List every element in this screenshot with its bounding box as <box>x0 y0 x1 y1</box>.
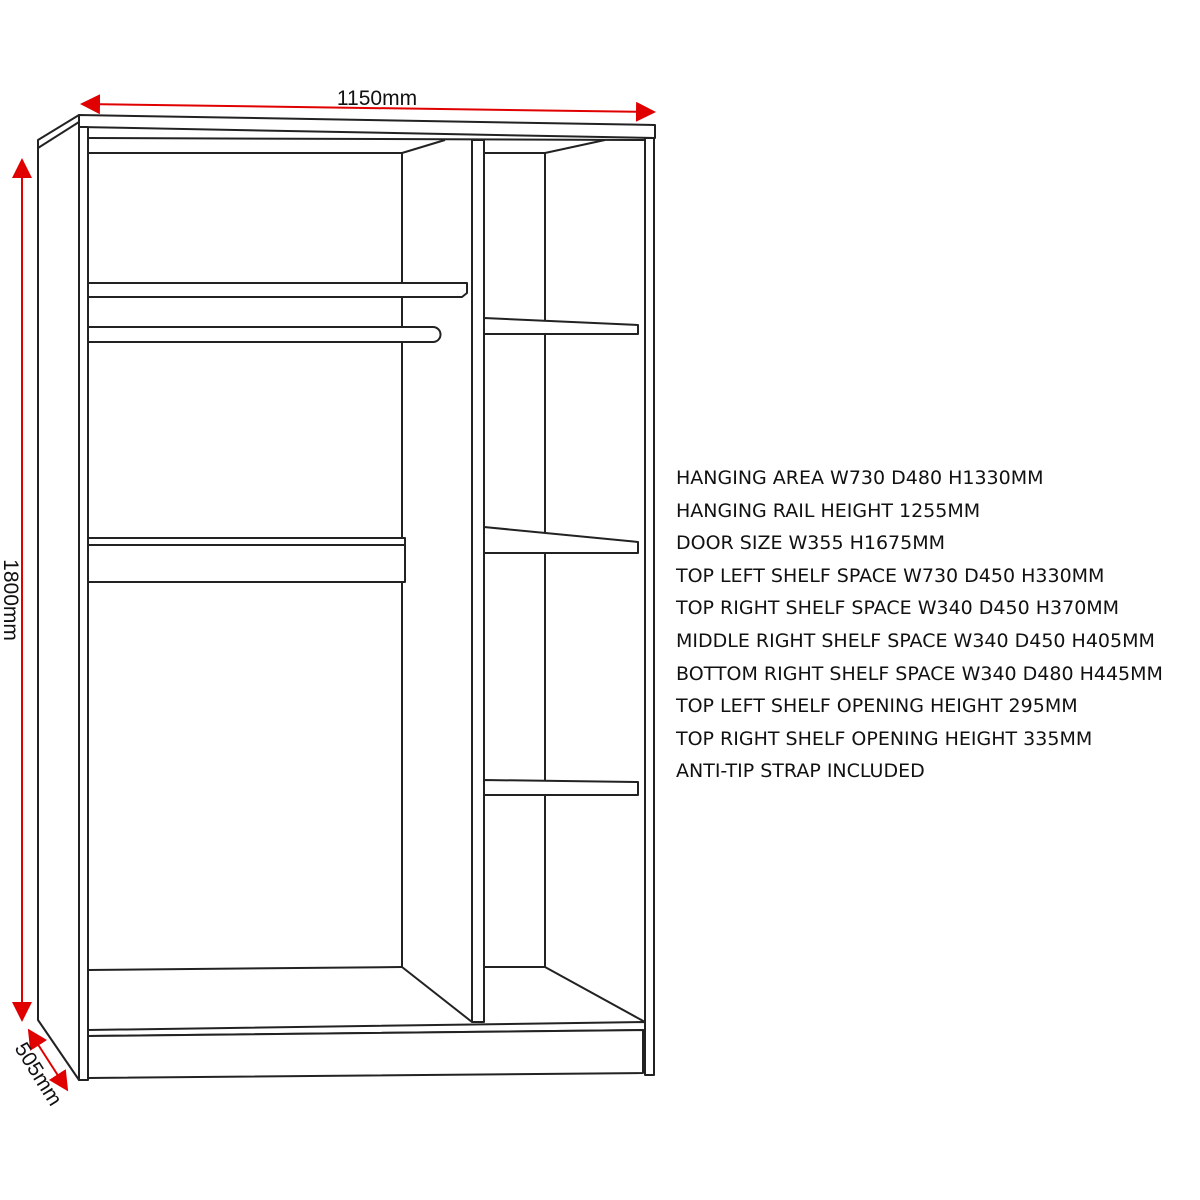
specifications-list: HANGING AREA W730 D480 H1330MM HANGING R… <box>676 462 1163 788</box>
spec-item: TOP LEFT SHELF OPENING HEIGHT 295MM <box>676 695 1078 718</box>
right-shelf-top <box>483 317 639 335</box>
bottom-board <box>87 1021 646 1037</box>
spec-item: MIDDLE RIGHT SHELF SPACE W340 D450 H405M… <box>676 629 1155 652</box>
spec-item: BOTTOM RIGHT SHELF SPACE W340 D480 H445M… <box>676 662 1163 685</box>
spec-item: TOP RIGHT SHELF SPACE W340 D450 H370MM <box>676 597 1120 620</box>
spec-item: HANGING AREA W730 D480 H1330MM <box>676 467 1044 489</box>
spec-item: ANTI-TIP STRAP INCLUDED <box>676 760 925 783</box>
width-label: 1150mm <box>337 87 417 110</box>
spec-item: TOP LEFT SHELF SPACE W730 D450 H330MM <box>676 564 1105 587</box>
plinth <box>87 1029 644 1079</box>
depth-arrow <box>27 1028 69 1092</box>
left-front-edge <box>78 126 89 1081</box>
side-panel <box>37 116 80 1081</box>
spec-item: DOOR SIZE W355 H1675MM <box>676 532 946 555</box>
hanging-rail <box>87 326 442 343</box>
right-shelf-middle <box>483 526 639 554</box>
top-left-shelf <box>87 282 468 298</box>
dimension-arrows: 1150mm 1800mm 505mm <box>0 87 656 1110</box>
right-shelf-bottom <box>483 779 639 796</box>
right-side-panel <box>644 137 655 1076</box>
spec-item: TOP RIGHT SHELF OPENING HEIGHT 335MM <box>676 727 1093 750</box>
height-label: 1800mm <box>0 559 22 641</box>
width-arrow <box>80 94 656 122</box>
center-divider <box>471 139 485 1023</box>
spec-item: HANGING RAIL HEIGHT 1255MM <box>676 499 981 522</box>
top-board <box>78 114 656 139</box>
wardrobe-frame <box>37 114 656 1081</box>
